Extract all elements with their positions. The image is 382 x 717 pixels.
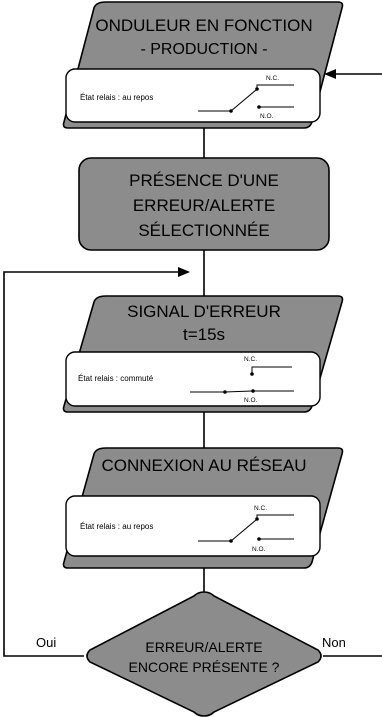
no-label: N.O. (252, 546, 266, 553)
box2-line2: ERREUR/ALERTE (133, 196, 275, 215)
process-onduleur-en-fonction: ONDULEUR EN FONCTION - PRODUCTION - État… (62, 1, 344, 129)
relay-state-label: État relais : au repos (80, 522, 153, 531)
process-signal-erreur: SIGNAL D'ERREUR t=15s État relais : comm… (62, 295, 344, 413)
box1-title-line1: ONDULEUR EN FONCTION (95, 16, 312, 35)
relay-state-label: État relais : commuté (78, 374, 154, 383)
nc-label: N.C. (244, 356, 257, 363)
no-label: N.O. (244, 397, 258, 404)
nc-label: N.C. (254, 505, 267, 512)
box3-title-line1: SIGNAL D'ERREUR (127, 302, 281, 321)
non-label: Non (322, 635, 346, 650)
decision-line1: ERREUR/ALERTE (145, 639, 262, 655)
diamond-shape (86, 591, 322, 717)
process-connexion-reseau: CONNEXION AU RÉSEAU État relais : au rep… (62, 447, 344, 569)
relay-state-label: État relais : au repos (80, 93, 153, 102)
relay-switch-switched-icon (190, 366, 294, 394)
oui-label: Oui (36, 635, 56, 650)
decision-line2: ENCORE PRÉSENTE ? (129, 659, 280, 675)
no-label: N.O. (260, 113, 274, 120)
nc-label: N.C. (266, 75, 279, 82)
process-presence-erreur: PRÉSENCE D'UNE ERREUR/ALERTE SÉLECTIONNÉ… (78, 157, 330, 251)
relay-panel (65, 495, 321, 557)
rounded-box-shape (78, 157, 330, 251)
box3-title-line2: t=15s (183, 325, 225, 344)
box4-title-line1: CONNEXION AU RÉSEAU (102, 456, 307, 475)
oui-loop-line (3, 271, 178, 657)
relay-panel (65, 68, 321, 123)
relay-panel (65, 351, 321, 407)
entry-arrowhead (324, 69, 336, 79)
decision-erreur-encore-presente: ERREUR/ALERTE ENCORE PRÉSENTE ? (86, 591, 322, 717)
box1-title-line2: - PRODUCTION - (140, 41, 267, 58)
oui-loop-arrowhead (178, 267, 190, 277)
box2-line1: PRÉSENCE D'UNE (129, 171, 279, 190)
relay-switch-rest-icon (198, 84, 294, 113)
box2-line3: SÉLECTIONNÉE (138, 221, 269, 240)
relay-switch-rest-icon (198, 514, 294, 543)
